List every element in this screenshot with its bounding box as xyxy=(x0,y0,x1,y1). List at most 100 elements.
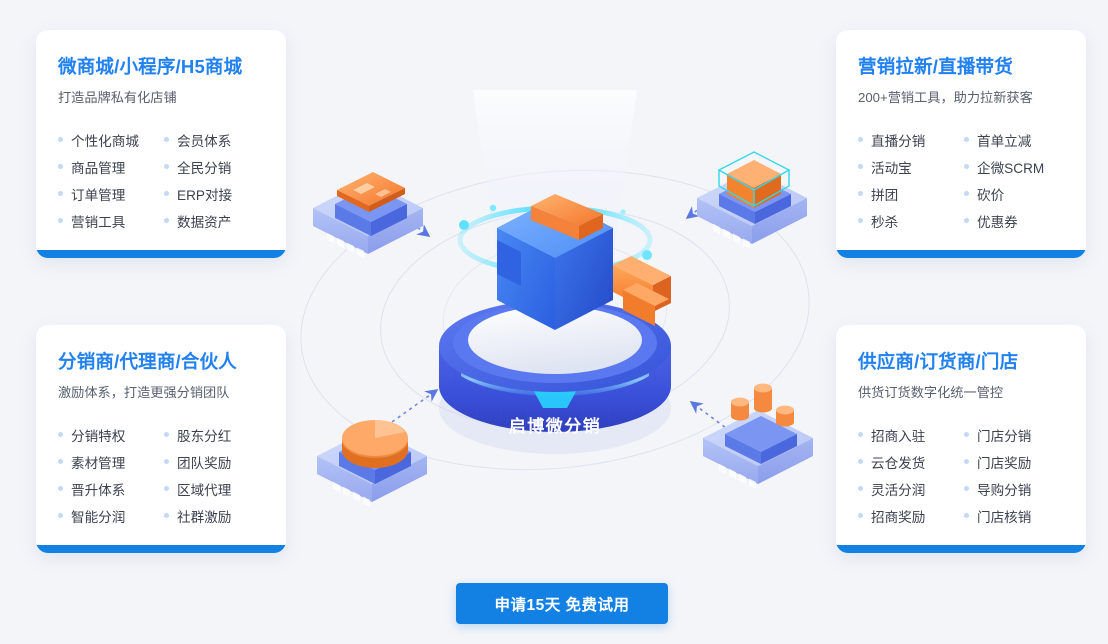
bullet-dot-icon xyxy=(58,459,63,465)
bullet-dot-icon xyxy=(164,459,169,465)
feature-item[interactable]: 秒杀 xyxy=(858,207,958,234)
feature-card-supplier[interactable]: 供应商/订货商/门店 供货订货数字化统一管控 招商入驻 门店分销 云仓发货 门店… xyxy=(836,325,1086,554)
bullet-dot-icon xyxy=(164,164,169,170)
card-subtitle: 激励体系，打造更强分销团队 xyxy=(58,385,230,401)
free-trial-button[interactable]: 申请15天 免费试用 xyxy=(456,583,668,624)
feature-item[interactable]: 灵活分润 xyxy=(858,475,958,502)
card-title: 分销商/代理商/合伙人 xyxy=(58,351,237,372)
feature-card-marketing[interactable]: 营销拉新/直播带货 200+营销工具，助力拉新获客 直播分销 首单立减 活动宝 … xyxy=(836,30,1086,259)
feature-item[interactable]: 优惠券 xyxy=(964,207,1064,234)
feature-card-distributor[interactable]: 分销商/代理商/合伙人 激励体系，打造更强分销团队 分销特权 股东分红 素材管理… xyxy=(36,325,286,554)
card-title: 营销拉新/直播带货 xyxy=(858,56,1013,77)
feature-item[interactable]: 区域代理 xyxy=(164,475,264,502)
bullet-dot-icon xyxy=(964,191,969,197)
pedestal-label xyxy=(713,223,750,249)
feature-item[interactable]: 全民分销 xyxy=(164,153,264,180)
card-subtitle: 打造品牌私有化店铺 xyxy=(58,90,177,106)
central-illustration: 启博微分销 xyxy=(300,90,813,507)
feature-list: 招商入驻 门店分销 云仓发货 门店奖励 灵活分润 导购分销 招商奖励 门店核销 xyxy=(858,421,1064,529)
feature-list: 个性化商城 会员体系 商品管理 全民分销 订单管理 ERP对接 营销工具 数据资… xyxy=(58,126,264,234)
feature-item[interactable]: 数据资产 xyxy=(164,207,264,234)
card-accent-bar xyxy=(36,250,286,259)
feature-label: 砍价 xyxy=(977,187,1005,203)
feature-item[interactable]: 云仓发货 xyxy=(858,448,958,475)
feature-item[interactable]: 门店分销 xyxy=(964,421,1064,448)
feature-item[interactable]: 订单管理 xyxy=(58,180,158,207)
card-content: 营销拉新/直播带货 200+营销工具，助力拉新获客 直播分销 首单立减 活动宝 … xyxy=(836,30,1086,250)
feature-label: 营销工具 xyxy=(71,214,126,230)
feature-item[interactable]: 团队奖励 xyxy=(164,448,264,475)
pedestal-label xyxy=(327,232,364,258)
feature-item[interactable]: 砍价 xyxy=(964,180,1064,207)
bullet-dot-icon xyxy=(858,218,863,224)
feature-item[interactable]: 企微SCRM xyxy=(964,153,1064,180)
feature-item[interactable]: 首单立减 xyxy=(964,126,1064,153)
feature-label: 门店核销 xyxy=(977,509,1032,525)
halo-ring xyxy=(457,204,653,275)
feature-label: 商品管理 xyxy=(71,160,126,176)
node-bars-pedestal xyxy=(703,383,813,489)
bullet-dot-icon xyxy=(164,218,169,224)
bullet-dot-icon xyxy=(58,191,63,197)
card-content: 微商城/小程序/H5商城 打造品牌私有化店铺 个性化商城 会员体系 商品管理 全… xyxy=(36,30,286,250)
feature-item[interactable]: 门店奖励 xyxy=(964,448,1064,475)
feature-list: 分销特权 股东分红 素材管理 团队奖励 晋升体系 区域代理 智能分润 社群激励 xyxy=(58,421,264,529)
connector-arrows xyxy=(366,171,754,449)
feature-item[interactable]: 晋升体系 xyxy=(58,475,158,502)
pie-chart-icon xyxy=(342,420,408,468)
feature-label: 导购分销 xyxy=(977,482,1032,498)
feature-label: 股东分红 xyxy=(177,428,232,444)
bullet-dot-icon xyxy=(964,459,969,465)
feature-label: 企微SCRM xyxy=(977,160,1045,176)
feature-item[interactable]: 分销特权 xyxy=(58,421,158,448)
bullet-dot-icon xyxy=(58,513,63,519)
node-card-pedestal xyxy=(313,172,423,258)
feature-label: 会员体系 xyxy=(177,133,232,149)
feature-item[interactable]: 智能分润 xyxy=(58,502,158,529)
feature-item[interactable]: 商品管理 xyxy=(58,153,158,180)
feature-label: 晋升体系 xyxy=(71,482,126,498)
bullet-dot-icon xyxy=(964,164,969,170)
feature-item[interactable]: 活动宝 xyxy=(858,153,958,180)
feature-label: 素材管理 xyxy=(71,455,126,471)
feature-item[interactable]: 拼团 xyxy=(858,180,958,207)
feature-label: 分销特权 xyxy=(71,428,126,444)
bullet-dot-icon xyxy=(964,432,969,438)
feature-item[interactable]: 直播分销 xyxy=(858,126,958,153)
feature-label: 订单管理 xyxy=(71,187,126,203)
feature-item[interactable]: 社群激励 xyxy=(164,502,264,529)
cube-icon xyxy=(727,160,781,208)
feature-label: 优惠券 xyxy=(977,214,1018,230)
bullet-dot-icon xyxy=(58,137,63,143)
bullet-dot-icon xyxy=(858,432,863,438)
node-cube-pedestal xyxy=(697,151,807,249)
feature-item[interactable]: 导购分销 xyxy=(964,475,1064,502)
bullet-dot-icon xyxy=(964,218,969,224)
card-accent-bar xyxy=(36,545,286,554)
feature-item[interactable]: 门店核销 xyxy=(964,502,1064,529)
feature-list: 直播分销 首单立减 活动宝 企微SCRM 拼团 砍价 秒杀 优惠券 xyxy=(858,126,1064,234)
feature-item[interactable]: 会员体系 xyxy=(164,126,264,153)
feature-item[interactable]: 营销工具 xyxy=(58,207,158,234)
feature-item[interactable]: 招商奖励 xyxy=(858,502,958,529)
cube-wireframe-icon xyxy=(717,151,791,207)
feature-label: 招商奖励 xyxy=(871,509,926,525)
feature-label: 团队奖励 xyxy=(177,455,232,471)
feature-item[interactable]: 素材管理 xyxy=(58,448,158,475)
card-title: 微商城/小程序/H5商城 xyxy=(58,56,243,77)
card-icon xyxy=(337,172,405,212)
card-subtitle: 200+营销工具，助力拉新获客 xyxy=(858,90,1033,106)
feature-item[interactable]: 个性化商城 xyxy=(58,126,158,153)
feature-label: ERP对接 xyxy=(177,187,233,203)
feature-label: 门店奖励 xyxy=(977,455,1032,471)
card-accent-bar xyxy=(836,250,1086,259)
feature-label: 首单立减 xyxy=(977,133,1032,149)
feature-item[interactable]: 股东分红 xyxy=(164,421,264,448)
feature-item[interactable]: ERP对接 xyxy=(164,180,264,207)
feature-label: 拼团 xyxy=(871,187,899,203)
feature-label: 个性化商城 xyxy=(71,133,139,149)
feature-item[interactable]: 招商入驻 xyxy=(858,421,958,448)
feature-label: 智能分润 xyxy=(71,509,126,525)
card-accent-bar xyxy=(836,545,1086,554)
feature-card-microshop[interactable]: 微商城/小程序/H5商城 打造品牌私有化店铺 个性化商城 会员体系 商品管理 全… xyxy=(36,30,286,259)
